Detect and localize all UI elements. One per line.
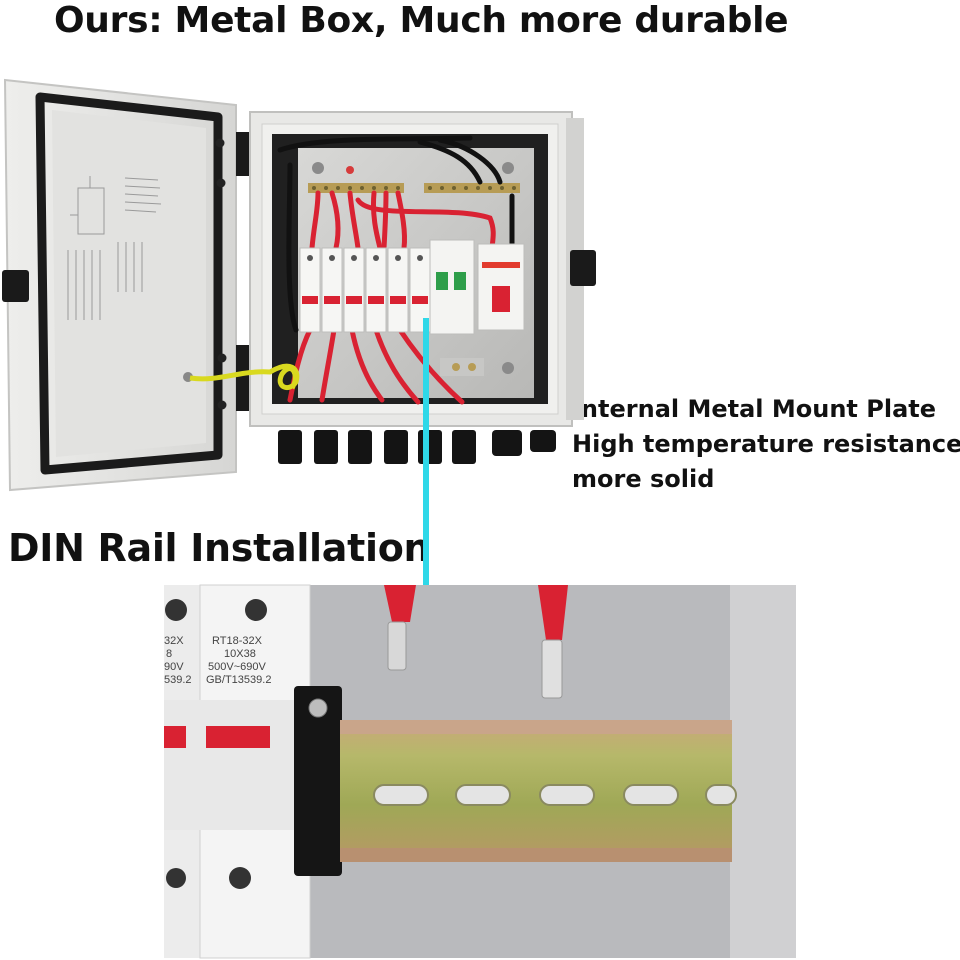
svg-text:8: 8 xyxy=(166,648,172,660)
din-rail-closeup: 32X 8 90V 539.2 RT18-32X 10X38 500V~690V… xyxy=(164,584,796,959)
fuse-label-text-back: 32X 8 90V 539.2 xyxy=(164,635,192,686)
mount-plate-callout: Internal Metal Mount Plate High temperat… xyxy=(572,392,960,497)
din-rail xyxy=(340,720,737,862)
fuse-label-text-front: RT18-32X 10X38 500V~690V GB/T13539.2 xyxy=(206,635,271,686)
end-stop-clamp xyxy=(294,686,342,876)
svg-text:RT18-32X: RT18-32X xyxy=(212,635,263,647)
callout-line-1: Internal Metal Mount Plate xyxy=(572,395,937,423)
surge-protector xyxy=(429,239,475,335)
wire-ferrules xyxy=(384,585,568,699)
enclosure-door xyxy=(2,78,250,492)
fuse-holder-row xyxy=(299,247,431,333)
cable-glands xyxy=(278,430,556,464)
svg-text:90V: 90V xyxy=(164,661,184,673)
callout-line-3: more solid xyxy=(572,465,715,493)
enclosure-body xyxy=(189,111,596,464)
svg-text:32X: 32X xyxy=(164,635,184,647)
svg-text:10X38: 10X38 xyxy=(224,648,256,660)
page-title: Ours: Metal Box, Much more durable xyxy=(54,0,789,41)
callout-line-2: High temperature resistance, xyxy=(572,430,960,458)
svg-text:500V~690V: 500V~690V xyxy=(208,661,266,673)
svg-text:GB/T13539.2: GB/T13539.2 xyxy=(206,674,271,686)
din-rail-title: DIN Rail Installation xyxy=(8,526,431,570)
dc-breaker xyxy=(477,243,525,331)
door-wiring-diagram xyxy=(67,176,162,320)
fuse-holder-closeup: 32X 8 90V 539.2 RT18-32X 10X38 500V~690V… xyxy=(164,584,311,959)
svg-text:539.2: 539.2 xyxy=(164,674,192,686)
